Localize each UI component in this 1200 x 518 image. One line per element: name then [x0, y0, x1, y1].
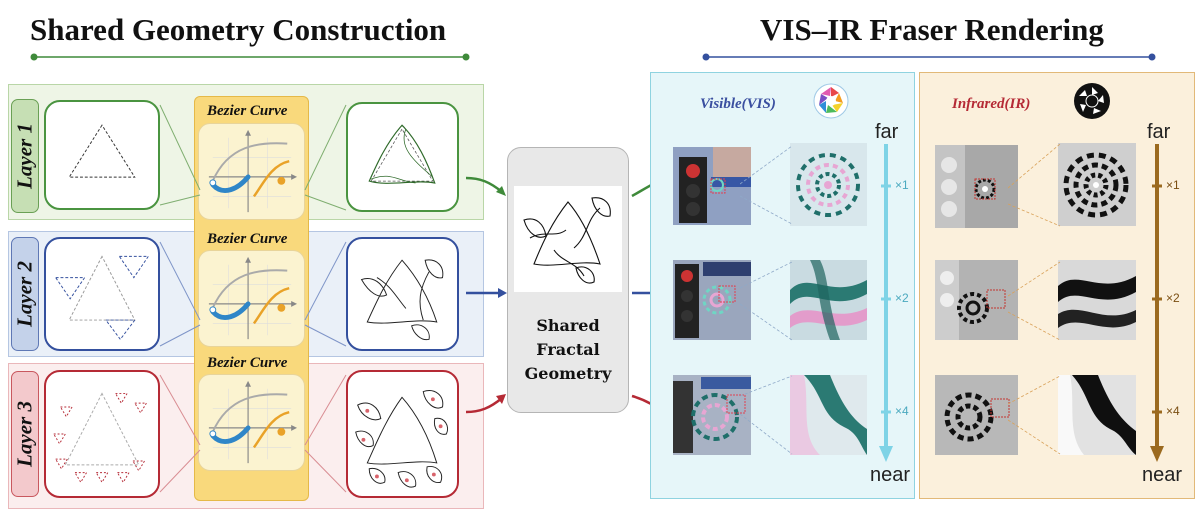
- bezier-label-2: Bezier Curve: [207, 231, 288, 247]
- vis-pattern-near: [790, 375, 867, 455]
- visible-near-label: near: [870, 464, 911, 486]
- black-aperture-icon: [1074, 83, 1110, 119]
- right-title: VIS–IR Fraser Rendering: [760, 12, 1104, 47]
- vis-scene-mid: [673, 260, 751, 340]
- layer-1-tab: Layer 1: [11, 99, 39, 213]
- infrared-near-label: near: [1142, 464, 1183, 486]
- infrared-far-label: far: [1147, 121, 1171, 143]
- infrared-scale-x1: ×1: [1166, 178, 1180, 192]
- infrared-scale-x2: ×2: [1166, 291, 1180, 305]
- ir-scene-far: [935, 145, 1018, 228]
- vis-scene-near: [673, 375, 751, 455]
- vis-pattern-mid: [790, 260, 867, 340]
- layer-1-output: [346, 102, 459, 212]
- rainbow-aperture-icon: [813, 83, 849, 119]
- layer-arrows: [465, 176, 507, 414]
- layer-2-tab: Layer 2: [11, 237, 39, 351]
- left-title: Shared Geometry Construction: [30, 12, 447, 47]
- ir-pattern-near: [1058, 375, 1136, 455]
- infrared-distance-axis: [1150, 144, 1164, 462]
- shared-fractal-label: Shared Fractal Geometry: [524, 316, 612, 383]
- shared-fractal-image: [514, 186, 622, 292]
- vis-scene-far: [673, 147, 751, 225]
- bezier-label-3: Bezier Curve: [207, 355, 288, 371]
- layer-3-triangles: [44, 370, 160, 498]
- visible-scale-x1: ×1: [895, 178, 909, 192]
- visible-scale-x4: ×4: [895, 404, 909, 418]
- ir-pattern-far: [1058, 143, 1136, 226]
- visible-far-label: far: [875, 121, 899, 143]
- ir-zoom-lines: [1008, 143, 1061, 455]
- right-title-underline: [702, 53, 1156, 61]
- layer-2-triangles: [44, 237, 160, 351]
- ir-scene-mid: [935, 260, 1018, 340]
- bezier-label-1: Bezier Curve: [207, 103, 288, 119]
- bezier-diagram-2: [198, 250, 305, 347]
- visible-scale-x2: ×2: [895, 291, 909, 305]
- bezier-diagram-1: [198, 123, 305, 220]
- visible-distance-axis: [879, 144, 893, 462]
- layer-3-output: [346, 370, 459, 498]
- layer-1-triangle: [44, 100, 160, 210]
- vis-zoom-lines: [740, 145, 793, 455]
- layer-2-output: [346, 237, 459, 351]
- layer-connectors: [159, 104, 347, 493]
- visible-label: Visible(VIS): [700, 96, 776, 112]
- left-title-underline: [30, 53, 470, 61]
- vis-pattern-far: [790, 143, 867, 226]
- infrared-label: Infrared(IR): [952, 96, 1031, 112]
- bezier-diagram-3: [198, 374, 305, 471]
- ir-pattern-mid: [1058, 260, 1136, 340]
- ir-scene-near: [935, 375, 1018, 455]
- infrared-scale-x4: ×4: [1166, 404, 1180, 418]
- layer-3-tab: Layer 3: [11, 371, 39, 497]
